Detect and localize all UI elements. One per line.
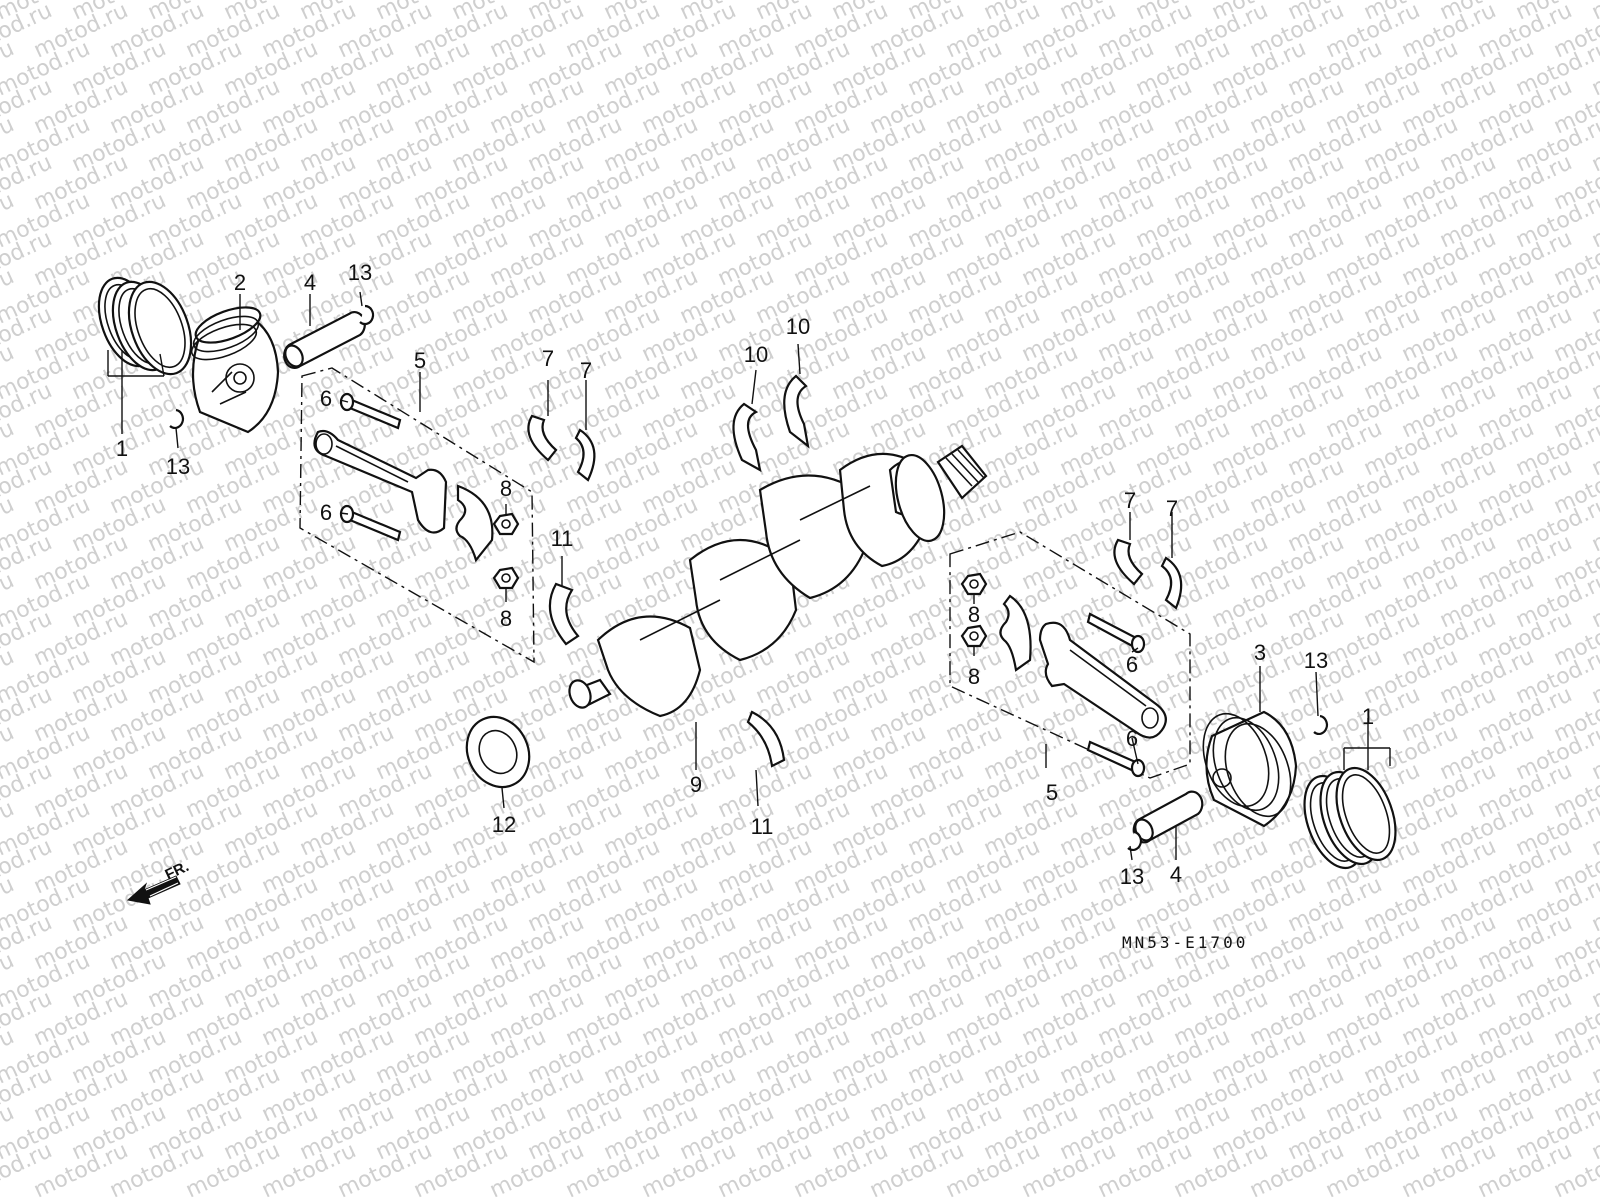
callout-13-left-top: 13 (348, 260, 372, 285)
callout-5-right: 5 (1046, 780, 1058, 805)
callout-7-left-b: 7 (580, 358, 592, 383)
callout-13-right-lower: 13 (1120, 864, 1144, 889)
callout-7-right-b: 7 (1166, 496, 1178, 521)
diagram-code: MN53-E1700 (1122, 933, 1248, 952)
callout-1-right: 1 (1362, 704, 1374, 729)
thrust-washer-b[interactable] (783, 374, 810, 449)
callout-10-a: 10 (744, 342, 768, 367)
callout-12: 12 (492, 812, 516, 837)
callout-6-left-lower: 6 (320, 500, 332, 525)
callout-6-right-lower: 6 (1126, 726, 1138, 751)
callout-10-b: 10 (786, 314, 810, 339)
callout-9: 9 (690, 772, 702, 797)
rod-bearing-right-b[interactable] (1160, 556, 1183, 610)
callout-3: 3 (1254, 640, 1266, 665)
callout-11-upper: 11 (551, 526, 574, 551)
callout-13-right-upper: 13 (1304, 648, 1328, 673)
callout-8-right-upper: 8 (968, 602, 980, 627)
callout-7-left-a: 7 (542, 346, 554, 371)
callout-7-right-a: 7 (1124, 488, 1136, 513)
callout-6-left-upper: 6 (320, 386, 332, 411)
callout-13-left-bottom: 13 (166, 454, 190, 479)
callout-1-left: 1 (116, 436, 128, 461)
callout-8-right-lower: 8 (968, 664, 980, 689)
callout-5-left: 5 (414, 348, 426, 373)
callout-11-lower: 11 (751, 814, 774, 839)
callout-6-right-upper: 6 (1126, 652, 1138, 677)
rod-bearing-left-a[interactable] (527, 414, 558, 462)
callout-8-left-upper: 8 (500, 476, 512, 501)
callout-8-left-lower: 8 (500, 606, 512, 631)
callout-4-right: 4 (1170, 862, 1182, 887)
callout-2: 2 (234, 270, 246, 295)
callout-4-left: 4 (304, 270, 316, 295)
